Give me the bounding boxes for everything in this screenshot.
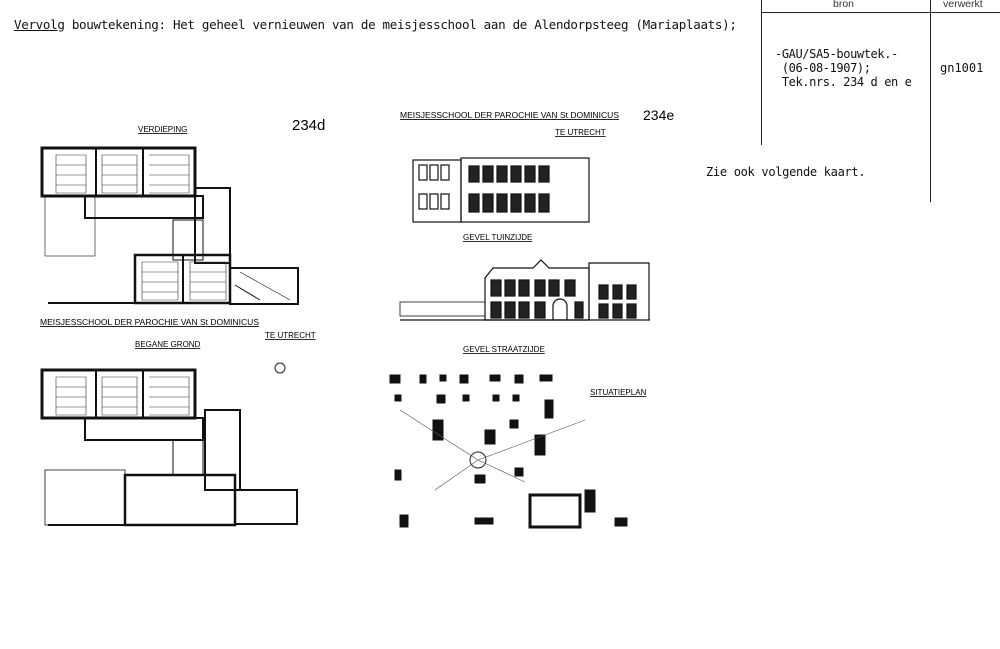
garden-elevation <box>412 157 590 223</box>
table-divider <box>930 0 931 202</box>
school-name: MEISJESSCHOOL DER PAROCHIE VAN St DOMINI… <box>400 110 619 120</box>
title-text: bouwtekening: Het geheel vernieuwen van … <box>64 17 737 32</box>
bron-cell: -GAU/SA5-bouwtek.- (06-08-1907); Tek.nrs… <box>775 47 912 89</box>
site-plan <box>389 374 628 529</box>
street-elevation <box>399 259 650 321</box>
drawing-number: 234e <box>643 107 674 123</box>
city-label: TE UTRECHT <box>265 331 316 340</box>
title-lead: Vervolg <box>14 17 65 32</box>
drawing-number: 234d <box>292 117 325 134</box>
elevation-drawing: MEISJESSCHOOL DER PAROCHIE VAN St DOMINI… <box>389 107 674 529</box>
plan-label-upper: VERDIEPING <box>138 125 187 134</box>
verwerkt-cell: gn1001 <box>940 61 984 75</box>
upper-floor-plan <box>40 146 299 305</box>
site-plan-label: SITUATIEPLAN <box>590 388 647 397</box>
city-label: TE UTRECHT <box>555 128 606 137</box>
plan-label-lower: BEGANE GROND <box>135 340 201 349</box>
table-header-line <box>761 12 1000 13</box>
compass-icon <box>274 362 286 374</box>
elevation-label-street: GEVEL STRAATZIJDE <box>463 345 545 354</box>
table-divider <box>761 0 762 145</box>
note-text: Zie ook volgende kaart. <box>706 165 866 179</box>
elevation-label-garden: GEVEL TUINZIJDE <box>463 233 532 242</box>
floor-plan-drawing: 234d VERDIEPING MEISJESSCHOOL DER PAROCH… <box>40 117 325 527</box>
school-name: MEISJESSCHOOL DER PAROCHIE VAN St DOMINI… <box>40 317 259 327</box>
ground-floor-plan <box>40 368 298 527</box>
document-title: Vervolg bouwtekening: Het geheel vernieu… <box>14 17 737 32</box>
column-header-verwerkt: verwerkt <box>943 0 983 10</box>
column-header-bron: bron <box>833 0 855 10</box>
